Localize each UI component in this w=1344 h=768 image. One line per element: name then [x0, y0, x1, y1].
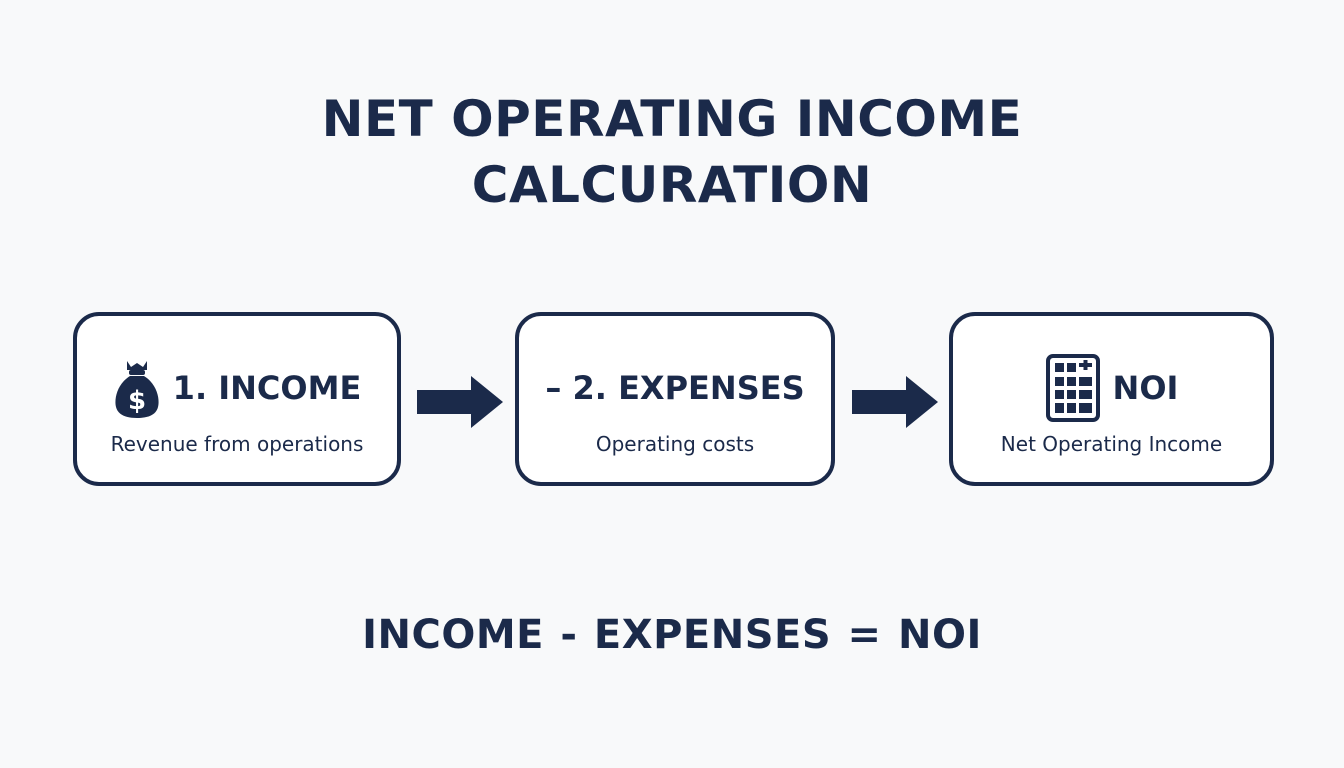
noi-step-subtitle: Net Operating Income	[1000, 432, 1223, 456]
noi-step-box: NOI Net Operating Income	[949, 312, 1274, 486]
calculator-icon	[1045, 353, 1101, 423]
svg-text:$: $	[128, 386, 146, 416]
noi-formula: INCOME - EXPENSES = NOI	[362, 612, 982, 658]
income-step-box: $ 1. INCOME Revenue from operations	[73, 312, 401, 486]
expenses-step-title: – 2. EXPENSES	[545, 369, 805, 407]
money-bag-icon: $	[113, 357, 161, 419]
right-arrow-icon	[852, 376, 938, 428]
income-step-subtitle: Revenue from operations	[110, 432, 364, 456]
title-line-2: CALCURATION	[471, 156, 873, 214]
title-line-1: NET OPERATING INCOME	[321, 90, 1023, 148]
expenses-step-subtitle: Operating costs	[595, 432, 755, 456]
expenses-step-box: – 2. EXPENSES Operating costs	[515, 312, 835, 486]
expenses-step-header: – 2. EXPENSES	[519, 360, 831, 416]
income-step-header: $ 1. INCOME	[77, 357, 397, 419]
noi-step-title: NOI	[1112, 369, 1179, 407]
diagram-title: NET OPERATING INCOME CALCURATION	[0, 86, 1344, 218]
income-step-title: 1. INCOME	[172, 369, 362, 407]
noi-step-header: NOI	[953, 354, 1270, 422]
right-arrow-icon	[417, 376, 503, 428]
